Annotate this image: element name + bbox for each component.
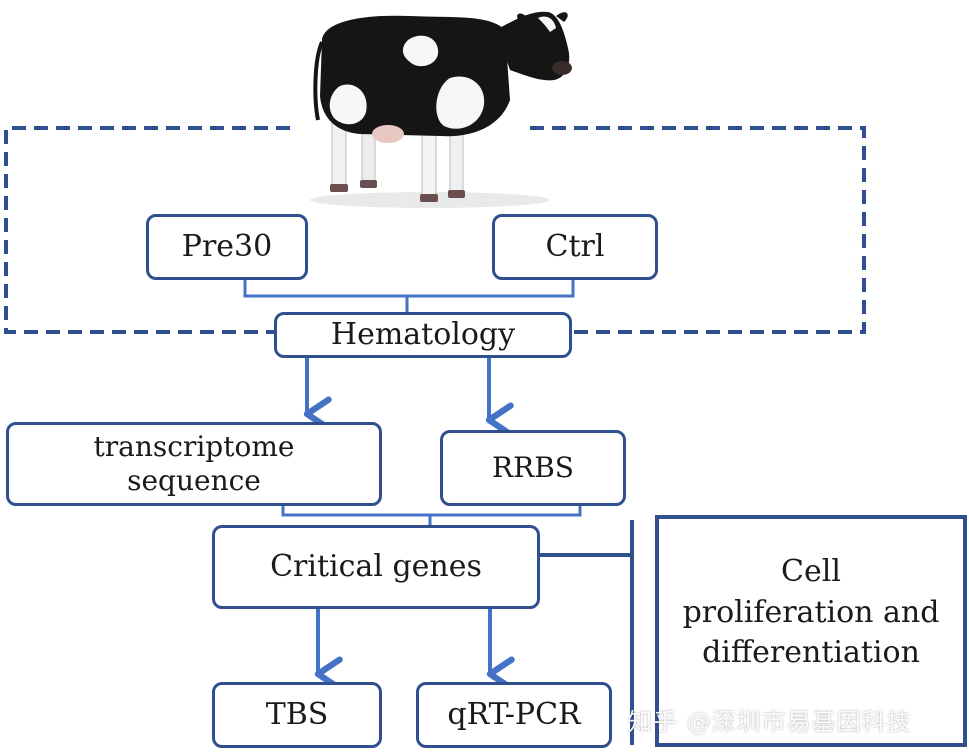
pre30-label: Pre30 [181, 229, 273, 264]
ctrl-label: Ctrl [545, 229, 605, 264]
watermark-text: 知乎 @深圳市易基因科技 [628, 708, 912, 736]
ctrl-box: Ctrl [492, 214, 658, 280]
transcriptome-box: transcriptome sequence [6, 422, 382, 506]
tbs-label: TBS [265, 697, 329, 732]
qrt-pcr-label: qRT-PCR [447, 697, 581, 732]
side-bracket [540, 520, 634, 745]
hematology-box: Hematology [274, 312, 572, 358]
transcriptome-label: transcriptome sequence [93, 430, 295, 497]
critical-genes-label: Critical genes [270, 549, 482, 584]
rrbs-box: RRBS [440, 430, 626, 506]
outcome-panel: Cell proliferation and differentiation [655, 515, 967, 747]
pre30-box: Pre30 [146, 214, 308, 280]
qrt-pcr-box: qRT-PCR [416, 682, 612, 748]
critical-genes-box: Critical genes [212, 525, 540, 609]
cow-image [300, 0, 590, 215]
dashed-frame [4, 126, 866, 334]
hematology-label: Hematology [330, 317, 516, 352]
rrbs-label: RRBS [492, 451, 574, 485]
tbs-box: TBS [212, 682, 382, 748]
merge-connector-top [243, 279, 575, 312]
outcome-label: Cell proliferation and differentiation [682, 554, 940, 671]
merge-connector-middle [281, 505, 582, 525]
